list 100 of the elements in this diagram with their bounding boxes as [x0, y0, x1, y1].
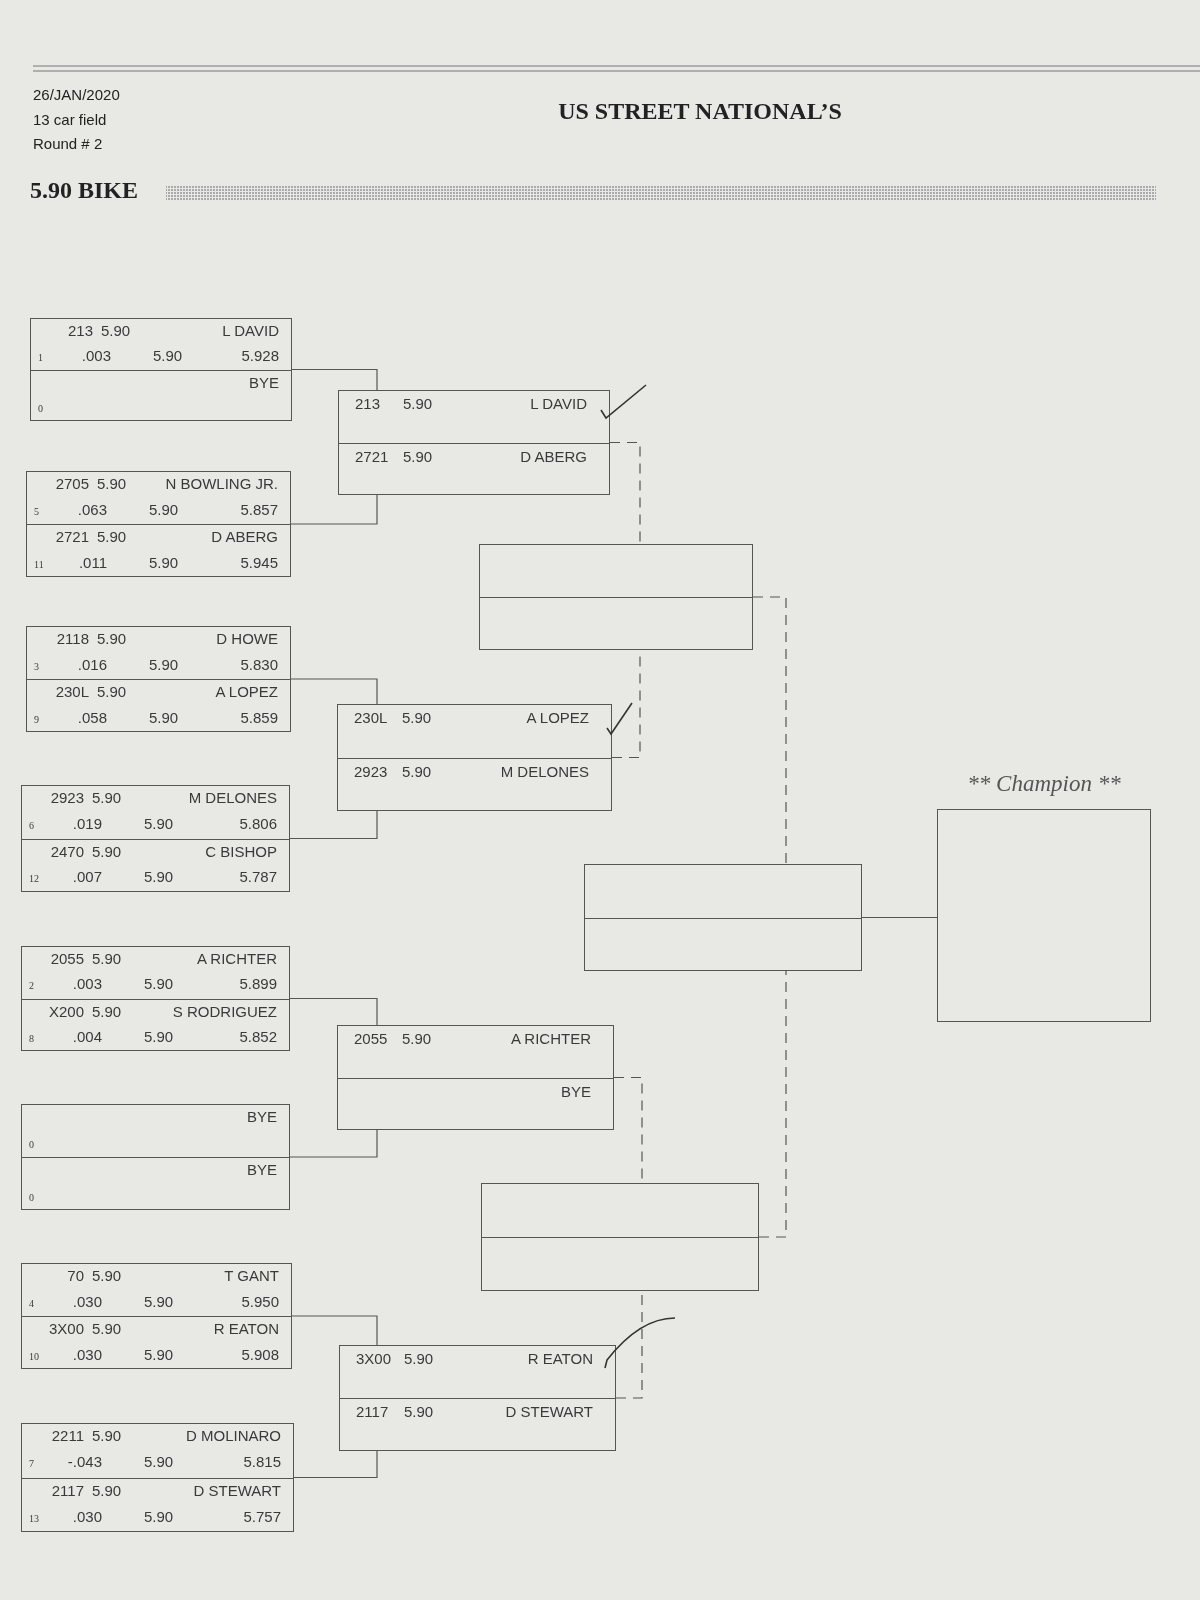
seed-number: 9 — [34, 713, 39, 726]
racer-name: R EATON — [527, 1350, 593, 1368]
class-index: 5.90 — [92, 950, 122, 968]
class-index: 5.90 — [97, 528, 127, 546]
seed-number: 6 — [29, 819, 34, 832]
dashed-bracket-line — [752, 596, 787, 865]
racer-name: BYE — [249, 373, 279, 392]
racer-name: D ABERG — [520, 447, 587, 466]
elapsed-time: 5.928 — [241, 346, 279, 365]
racer-name: L DAVID — [530, 395, 587, 413]
bracket-line — [289, 997, 378, 1026]
elapsed-time: 5.899 — [239, 975, 277, 994]
racer-name: BYE — [247, 1161, 277, 1179]
elapsed-time: 5.852 — [239, 1027, 277, 1046]
racer-name: A RICHTER — [197, 950, 277, 968]
reaction-time: .007 — [72, 868, 102, 887]
reaction-time: .016 — [77, 655, 107, 674]
bracket-line — [291, 1315, 378, 1346]
car-number: 230L — [354, 709, 388, 727]
reaction-time: .011 — [78, 553, 107, 572]
dial-in: 5.90 — [144, 1453, 174, 1472]
racer-name: D ABERG — [211, 528, 278, 546]
car-number: 2055 — [50, 950, 84, 968]
round-text: Round # 2 — [33, 135, 103, 152]
bracket-line — [291, 368, 378, 391]
racer-name: N BOWLING JR. — [165, 475, 278, 493]
reaction-time: .004 — [72, 1027, 102, 1046]
class-index: 5.90 — [404, 1403, 434, 1421]
seed-number: 11 — [34, 558, 44, 571]
elapsed-time: 5.945 — [240, 553, 278, 572]
racer-name: D STEWART — [193, 1481, 281, 1500]
elapsed-time: 5.815 — [243, 1453, 281, 1472]
seed-number: 0 — [29, 1138, 34, 1151]
dial-in: 5.90 — [144, 1292, 174, 1311]
racer-name: D HOWE — [216, 630, 278, 648]
class-index: 5.90 — [403, 447, 433, 466]
dial-in: 5.90 — [144, 1507, 174, 1526]
racer-name: R EATON — [213, 1320, 279, 1338]
reaction-time: .030 — [72, 1507, 102, 1526]
dial-in: 5.90 — [153, 346, 183, 365]
elapsed-time: 5.950 — [241, 1292, 279, 1311]
seed-number: 0 — [38, 403, 43, 416]
dial-in: 5.90 — [149, 708, 179, 727]
seed-number: 2 — [29, 980, 34, 993]
reaction-time: .003 — [81, 346, 111, 365]
reaction-time: -.043 — [67, 1453, 102, 1472]
class-index: 5.90 — [404, 1350, 434, 1368]
car-number: 2118 — [56, 630, 89, 648]
seed-number: 5 — [34, 505, 39, 518]
class-index: 5.90 — [97, 683, 127, 701]
dial-in: 5.90 — [144, 1027, 174, 1046]
reaction-time: .003 — [72, 975, 102, 994]
car-number: 2923 — [354, 762, 388, 781]
racer-name: T GANT — [224, 1267, 279, 1285]
car-number: 213 — [355, 395, 381, 413]
class-index: 5.90 — [92, 1320, 122, 1338]
date-text: 26/JAN/2020 — [33, 86, 120, 103]
elapsed-time: 5.857 — [240, 500, 278, 519]
racer-name: A LOPEZ — [526, 709, 589, 727]
racer-name: A RICHTER — [511, 1030, 591, 1048]
seed-number: 3 — [34, 660, 39, 673]
class-index: 5.90 — [402, 709, 432, 727]
racer-name: D STEWART — [505, 1403, 593, 1421]
racer-name: BYE — [247, 1108, 277, 1126]
reaction-time: .030 — [72, 1345, 102, 1364]
dial-in: 5.90 — [149, 500, 179, 519]
class-index: 5.90 — [92, 1267, 122, 1285]
car-number: 2470 — [50, 842, 84, 861]
dial-in: 5.90 — [144, 1345, 174, 1364]
car-number: 2705 — [55, 475, 89, 493]
class-index: 5.90 — [97, 475, 127, 493]
dashed-bracket-line — [758, 970, 787, 1238]
elapsed-time: 5.806 — [239, 814, 277, 833]
racer-name: BYE — [561, 1082, 591, 1101]
class-index: 5.90 — [92, 842, 122, 861]
elapsed-time: 5.859 — [240, 708, 278, 727]
seed-number: 4 — [29, 1297, 34, 1310]
car-number: 3X00 — [356, 1350, 392, 1368]
racer-name: L DAVID — [222, 322, 279, 340]
class-index: 5.90 — [403, 395, 433, 413]
seed-number: 12 — [29, 873, 39, 886]
racer-name: C BISHOP — [205, 842, 277, 861]
bracket-line — [861, 916, 938, 919]
bracket-line — [289, 1129, 378, 1158]
dial-in: 5.90 — [149, 553, 179, 572]
field-size-text: 13 car field — [33, 111, 107, 128]
dial-in: 5.90 — [144, 868, 174, 887]
seed-number: 8 — [29, 1032, 34, 1045]
bracket-line — [290, 678, 378, 705]
car-number: 2721 — [355, 447, 389, 466]
reaction-time: .030 — [72, 1292, 102, 1311]
racer-name: D MOLINARO — [186, 1427, 281, 1445]
seed-number: 1 — [38, 351, 43, 364]
class-index: 5.90 — [402, 762, 432, 781]
racer-name: S RODRIGUEZ — [172, 1002, 277, 1021]
car-number: 230L — [55, 683, 89, 701]
reaction-time: .063 — [77, 500, 107, 519]
car-number: X200 — [48, 1002, 84, 1021]
car-number: 2923 — [50, 789, 84, 807]
racer-name: M DELONES — [500, 762, 589, 781]
